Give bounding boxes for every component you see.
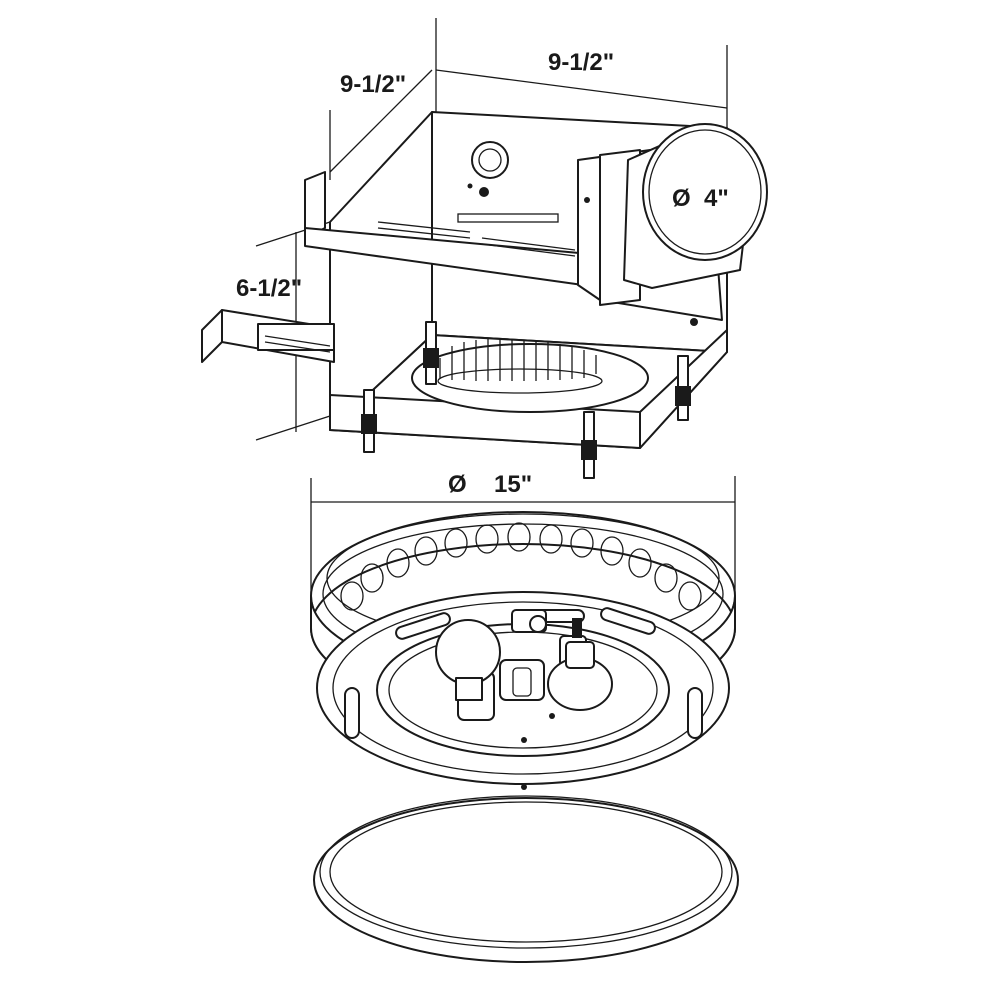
night-light-bulb (547, 641, 613, 711)
duct-diameter-label: 4" (704, 185, 729, 212)
glass-lens (313, 795, 739, 963)
grille-diameter-symbol: Ø (448, 471, 467, 498)
duct-collar (577, 123, 768, 326)
housing-width-label: 9-1/2" (548, 49, 614, 76)
blower-wheel (437, 339, 603, 394)
incandescent-bulb (435, 619, 501, 701)
mounting-rods (361, 321, 691, 479)
duct-diameter-symbol: Ø (672, 185, 691, 212)
housing-depth-label: 9-1/2" (340, 71, 406, 98)
grille-diameter-label: 15" (494, 471, 532, 498)
fan-housing (201, 111, 768, 479)
lower-mounting-bar (201, 309, 335, 363)
housing-height-label: 6-1/2" (236, 275, 302, 302)
grille-light-assembly (310, 511, 736, 790)
